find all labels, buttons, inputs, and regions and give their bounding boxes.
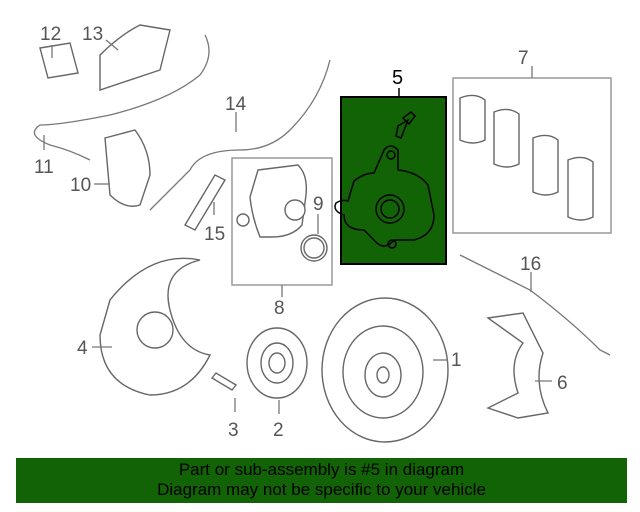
hub-2-drawing bbox=[246, 327, 308, 399]
bracket-6-drawing bbox=[486, 312, 550, 419]
callout-5: 5 bbox=[392, 67, 403, 89]
callout-2: 2 bbox=[273, 420, 284, 441]
shield-hole bbox=[136, 311, 174, 349]
callout-9: 9 bbox=[313, 194, 324, 215]
highlighted-part-5[interactable] bbox=[340, 96, 447, 265]
callout-10: 10 bbox=[70, 175, 91, 196]
callout-11: 11 bbox=[34, 157, 54, 178]
caliper-5-drawing bbox=[334, 88, 435, 249]
callout-4: 4 bbox=[77, 338, 88, 359]
caliper-housing-8-drawing bbox=[236, 164, 328, 262]
callout-15: 15 bbox=[204, 224, 225, 245]
banner-line-2: Diagram may not be specific to your vehi… bbox=[157, 480, 486, 499]
callout-12: 12 bbox=[40, 24, 61, 45]
brake-pads-7-drawing bbox=[459, 94, 594, 221]
callout-16: 16 bbox=[520, 254, 541, 275]
callout-7: 7 bbox=[518, 48, 529, 69]
callout-1: 1 bbox=[451, 350, 462, 371]
callout-8: 8 bbox=[274, 298, 285, 319]
banner-line-1: Part or sub-assembly is #5 in diagram bbox=[178, 460, 465, 479]
rotor-1-drawing bbox=[321, 297, 449, 443]
callout-13: 13 bbox=[82, 24, 103, 45]
callout-3: 3 bbox=[228, 420, 239, 441]
callout-14: 14 bbox=[225, 94, 247, 115]
wiring-drawing bbox=[33, 24, 611, 356]
info-banner: Part or sub-assembly is #5 in diagram Di… bbox=[16, 458, 627, 503]
callout-6: 6 bbox=[557, 373, 568, 394]
bolt-3-drawing bbox=[210, 372, 238, 391]
